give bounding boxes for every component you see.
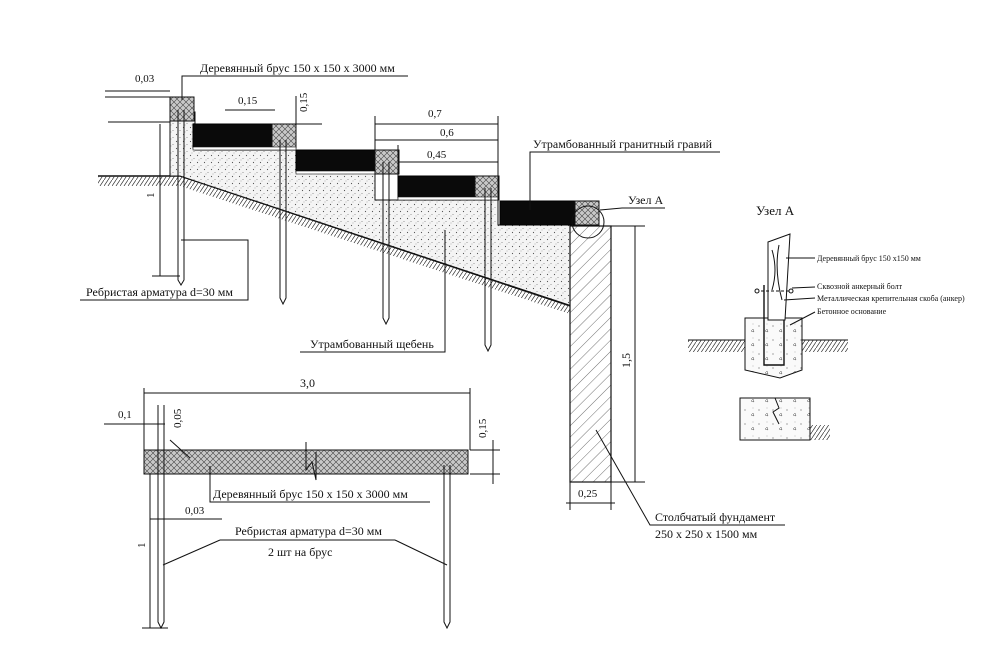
column-foundation-label-1: Столбчатый фундамент: [655, 510, 776, 524]
node-beam-label: Деревянный брус 150 х150 мм: [817, 254, 921, 263]
node-bolt-nut: [788, 288, 794, 294]
dim-025: 0,25: [578, 488, 598, 500]
bottom-rebar-left: [157, 452, 165, 630]
node-lower-block: [739, 397, 811, 441]
rebar-1: [177, 110, 185, 286]
beam-break: [305, 442, 317, 481]
rebar-leader-top: [80, 239, 249, 301]
foundation-leader: [595, 429, 785, 526]
column-foundation-label-2: 250 х 250 х 1500 мм: [655, 527, 758, 541]
column-foundation: [569, 225, 612, 483]
dim-30: 3,0: [300, 376, 315, 390]
node-a-leader: [599, 207, 665, 211]
crushed-stone-label: Утрамбованный щебень: [310, 337, 434, 351]
step-underlay-3: [397, 196, 499, 201]
dim-06: 0,6: [440, 127, 454, 139]
gravel-block-1: [169, 96, 195, 122]
dim-003-bottom: 0,03: [185, 505, 205, 517]
node-beam-grain: [771, 244, 783, 301]
node-ground-hatch: [688, 340, 848, 352]
dim-15: 1,5: [619, 353, 633, 368]
beam-bottom-label: Деревянный брус 150 х 150 х 3000 мм: [213, 487, 408, 501]
gravel-leader: [529, 151, 720, 210]
rebar-count-label: 2 шт на брус: [268, 545, 333, 559]
dim-005: 0,05: [172, 408, 184, 428]
gravel-block-3: [374, 149, 400, 175]
node-bracket-leader: [783, 297, 816, 301]
dim-line: [169, 439, 191, 459]
node-bolt-head: [754, 288, 760, 294]
node-lower-ground: [810, 425, 830, 440]
dim-07: 0,7: [428, 108, 442, 120]
gravel-block-4: [474, 175, 500, 201]
step-beam-2: [295, 149, 376, 173]
gravel-label: Утрамбованный гранитный гравий: [533, 137, 713, 151]
crushed-stone-leader: [300, 230, 446, 353]
step-underlay-2: [295, 170, 376, 175]
rebar-3: [382, 162, 390, 326]
dim-1-top: 1: [145, 193, 157, 199]
rebar-top-label: Ребристая арматура d=30 мм: [86, 285, 233, 299]
dim-045: 0,45: [427, 149, 447, 161]
node-break: [772, 397, 780, 425]
rebar-4: [484, 188, 492, 353]
dim-015-c: 0,15: [477, 418, 489, 438]
dim-015-b: 0,15: [298, 92, 310, 112]
beam-top-label: Деревянный брус 150 х 150 х 3000 мм: [200, 61, 395, 75]
rebar-leader-bottom: [162, 539, 221, 566]
gravel-block-5: [574, 200, 600, 226]
node-concrete-base: [744, 317, 803, 379]
bottom-rebar-right: [443, 465, 451, 630]
node-bolt-label: Сквозной анкерный болт: [817, 282, 903, 291]
bottom-beam-leader: [209, 466, 430, 503]
dim-003-top: 0,03: [135, 73, 155, 85]
dim-015-a: 0,15: [238, 95, 258, 107]
node-a-title: Узел А: [756, 203, 795, 218]
node-bracket-label: Металлическая крепительная скоба (анкер): [817, 294, 965, 303]
dim-1-bottom: 1: [136, 543, 148, 549]
rebar-bottom-label: Ребристая арматура d=30 мм: [235, 524, 382, 538]
step-beam-4: [499, 200, 576, 226]
dim-01: 0,1: [118, 409, 132, 421]
node-bracket: [763, 285, 785, 366]
rebar-leader-bottom: [394, 539, 448, 566]
node-a-callout: Узел А: [628, 193, 663, 207]
gravel-block-2: [271, 123, 297, 149]
rebar-2: [279, 140, 287, 306]
node-a-circle: [571, 205, 605, 239]
node-base-leader: [789, 311, 816, 326]
beam-leader: [181, 75, 408, 100]
node-bolt-leader: [791, 286, 816, 289]
step-underlay-1: [192, 146, 297, 151]
node-base-label: Бетонное основание: [817, 307, 887, 316]
